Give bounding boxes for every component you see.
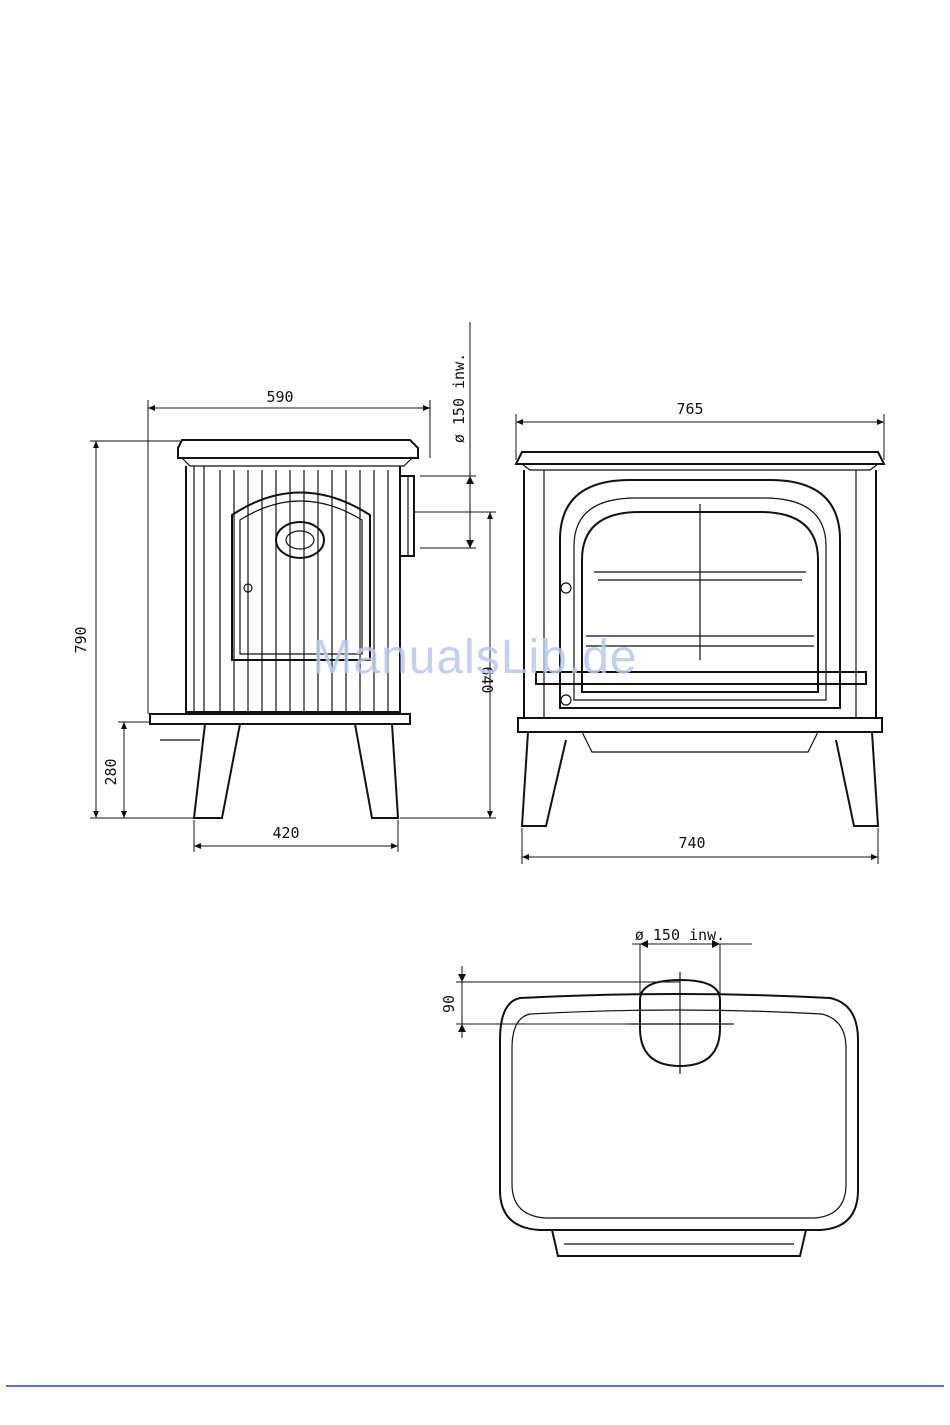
top-flue-label: ø 150 inw. — [635, 926, 725, 944]
side-view: 590 790 280 420 ø 150 inw. 640 — [72, 322, 496, 852]
leg-height-label: 280 — [102, 758, 120, 785]
watermark: ManualsLib.de — [0, 630, 950, 685]
top-view: ø 150 inw. 90 — [440, 926, 858, 1256]
front-width-bottom-label: 740 — [678, 834, 705, 852]
front-width-top-label: 765 — [676, 400, 703, 418]
leg-span-side-label: 420 — [272, 824, 299, 842]
flue-offset-label: 90 — [440, 995, 458, 1013]
rear-flue-label: ø 150 inw. — [450, 353, 468, 443]
footer-rule — [6, 1385, 944, 1387]
side-width-label: 590 — [266, 388, 293, 406]
